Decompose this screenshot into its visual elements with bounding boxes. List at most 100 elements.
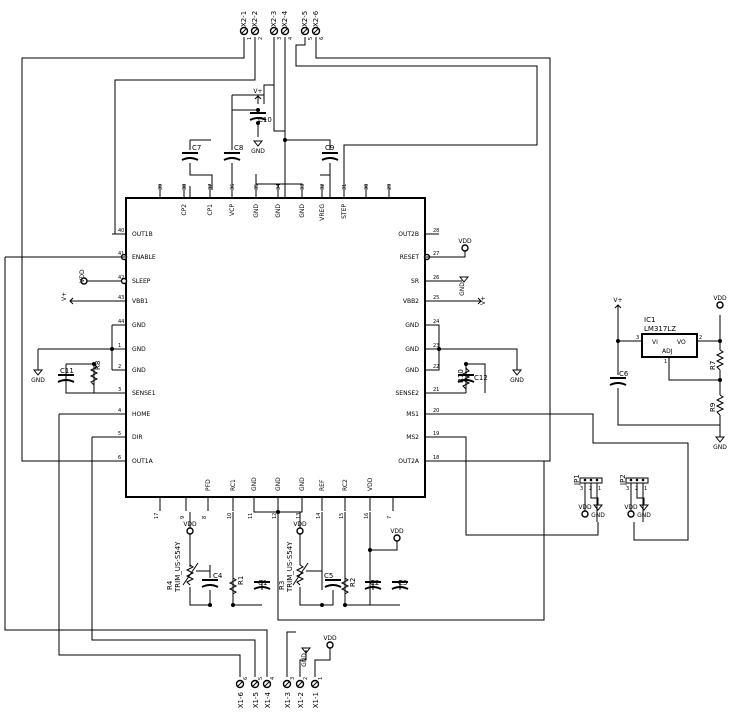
ic1-type: LM317LZ	[644, 325, 676, 333]
c7-label: C7	[192, 144, 201, 152]
resistor-r10: R10	[457, 367, 471, 390]
chip-pin-label: SENSE1	[132, 390, 156, 397]
vplus-label: V+	[480, 296, 487, 305]
chip-pin-number: 10	[227, 513, 233, 519]
chip-pin-number: 9	[180, 516, 186, 519]
chip-pin-number: 39	[158, 184, 164, 190]
resistor-r8: R8	[89, 361, 102, 386]
c3-label: C3	[398, 579, 407, 587]
c9-label: C9	[325, 144, 334, 152]
chip-pin-number: 2	[118, 364, 121, 370]
gnd-label: GND	[510, 377, 524, 384]
chip-pin-label: STEP	[341, 204, 348, 219]
gnd-symbol: GND	[458, 276, 470, 296]
chip-pin-number: 22	[433, 364, 439, 370]
chip-pin-number: 44	[118, 319, 124, 325]
ic1-pin1: 1	[664, 359, 667, 365]
r9-label: R9	[709, 403, 717, 412]
chip-pin-number: 29	[387, 184, 393, 190]
vplus-symbol: V+	[61, 292, 80, 305]
x2-pin: X2-44	[280, 10, 294, 40]
chip-pin-label: ENABLE	[132, 254, 156, 261]
chip-pin-number: 17	[154, 513, 160, 519]
capacitors: C7 C8 C10 C9 C11 C12	[57, 112, 629, 590]
chip-pin-number: 35	[254, 184, 260, 190]
chip-pin-number: 14	[316, 513, 322, 519]
c1-label: C1	[258, 579, 267, 587]
jp1-label: JP1	[573, 474, 581, 486]
chip-pin-number: 13	[296, 513, 302, 519]
jp1-pin3: 3	[580, 486, 583, 492]
ic1-adj: ADJ	[662, 348, 673, 355]
chip-pin-label: OUT2A	[398, 458, 420, 465]
chip-pin-number: 30	[364, 184, 370, 190]
chip-pin-label: OUT2B	[398, 231, 419, 238]
gnd-symbol: GND	[637, 504, 651, 519]
chip-pin-label: GND	[405, 367, 419, 374]
chip-pin-number: 34	[276, 184, 282, 190]
chip-pin-number: 19	[433, 431, 439, 437]
chip-pin-label: GND	[275, 204, 282, 218]
gnd-symbol: GND	[31, 369, 45, 384]
chip-pin-number: 41	[118, 251, 124, 257]
chip-pin-number: 26	[433, 275, 439, 281]
x2-pin-number: 5	[308, 37, 314, 40]
vplus-label: V+	[61, 292, 68, 301]
chip-pin-label: GND	[275, 477, 282, 491]
chip-pin-label: VREG	[319, 204, 326, 221]
x1-pin: X1-6 6	[235, 677, 249, 708]
x2-pin-number: 2	[258, 37, 264, 40]
x1-pin: X1-33	[282, 677, 296, 708]
vdd-label: VDD	[79, 269, 86, 283]
chip-pin-label: OUT1A	[132, 458, 154, 465]
c4-label: C4	[213, 572, 223, 580]
vdd-label: VDD	[293, 521, 307, 528]
chip-pin-number: 1	[118, 343, 121, 349]
x2-pin-label: X2-3	[270, 11, 278, 27]
chip-pin-number: 33	[300, 184, 306, 190]
x1-pin-number: 6	[243, 677, 249, 680]
chip-pin-label: GND	[299, 477, 306, 491]
chip-pin-label: RC2	[342, 479, 349, 491]
chip-pin-number: 11	[248, 513, 254, 519]
c10-label: C10	[258, 116, 272, 124]
vplus-symbol: V+	[253, 88, 263, 104]
c12-label: C12	[474, 374, 488, 382]
chip-pin-number: 3	[118, 387, 121, 393]
vdd-terminal: VDD	[578, 504, 592, 518]
capacitor-c1: C1	[253, 579, 271, 590]
r3-type: TRIM_US-S54Y	[286, 541, 294, 593]
chip-pin-label: GND	[132, 367, 146, 374]
chip-pin-label: HOME	[132, 411, 150, 418]
vdd-terminal: VDD	[390, 528, 404, 542]
x1-pin: X1-22	[295, 677, 309, 708]
jumper-jp2: JP2 3 2 1	[619, 474, 649, 522]
vdd-label: VDD	[390, 528, 404, 535]
vdd-label: VDD	[624, 504, 638, 511]
chip-pin-label: SR	[411, 278, 419, 285]
x1-pin: X1-44	[262, 677, 276, 708]
jp1-pin1: 1	[598, 486, 601, 492]
chip-pin-number: 12	[272, 513, 278, 519]
chip-pin-number: 28	[433, 228, 439, 234]
capacitor-c9: C9	[321, 144, 339, 161]
chip-pin-label: GND	[299, 204, 306, 218]
x1-pin-number: 3	[290, 677, 296, 680]
capacitor-c5: C5	[324, 572, 342, 588]
x2-pin-label: X2-6	[312, 10, 320, 27]
x1-pin-label: X1-2	[297, 692, 305, 708]
capacitor-c2: C2	[364, 579, 382, 590]
ic1-label: IC1	[644, 316, 655, 324]
vdd-terminal: VDD	[624, 504, 638, 518]
chip-pin-number: 6	[118, 455, 121, 461]
chip-pin-number: 27	[433, 251, 439, 257]
ic1-vo: VO	[677, 339, 686, 346]
x1-pin-label: X1-6	[237, 691, 245, 708]
chip-pin-number: 43	[118, 295, 124, 301]
resistor-r7: R7	[709, 349, 725, 371]
capacitor-c4: C4	[201, 572, 223, 588]
chip-pin-label: SENSE2	[395, 390, 419, 397]
